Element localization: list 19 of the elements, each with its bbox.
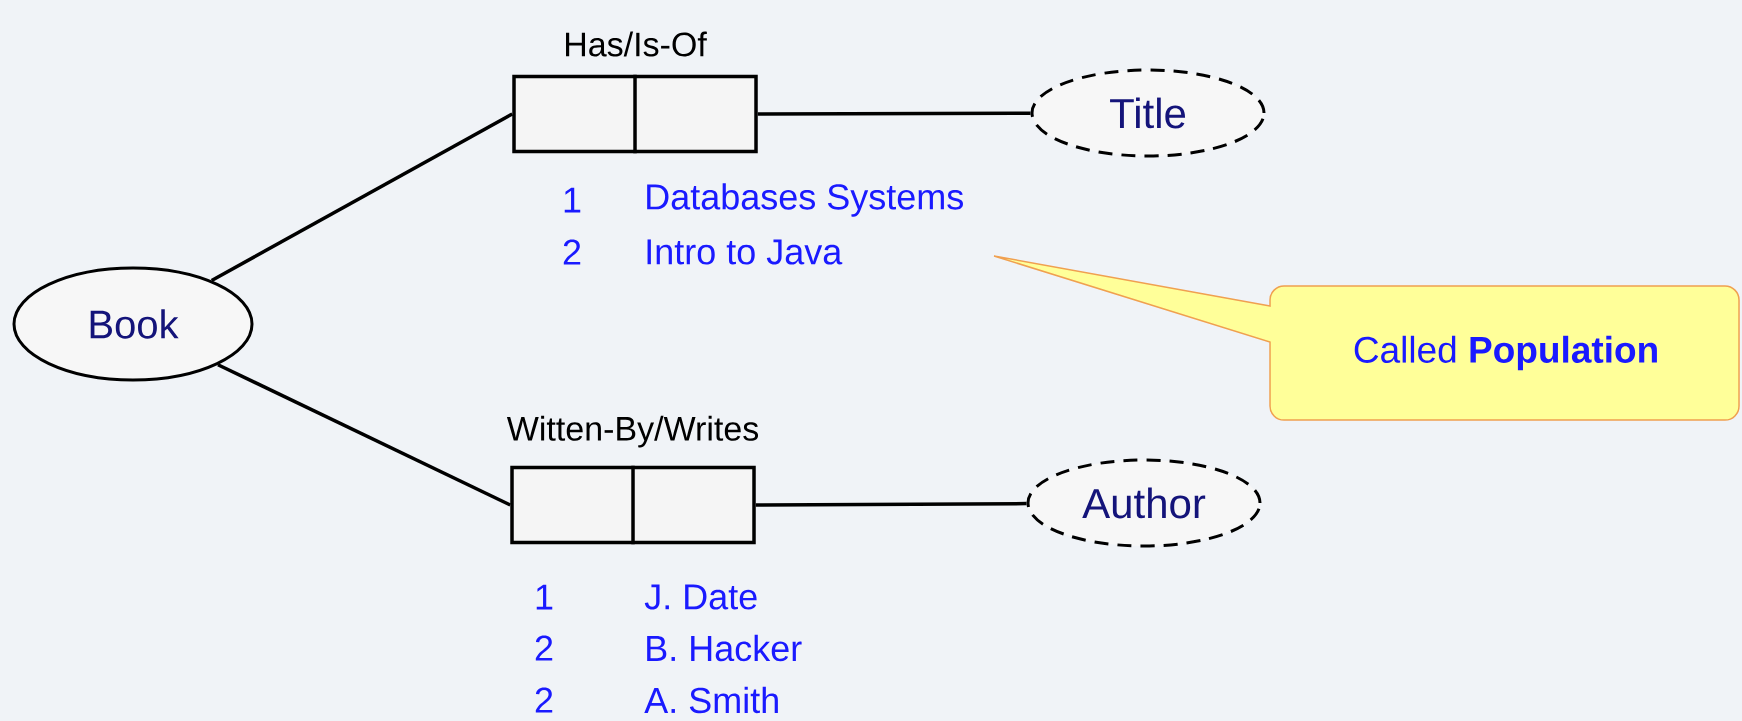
callout: Called Population: [993, 255, 1740, 421]
population-value: A. Smith: [644, 686, 778, 714]
population-value: Intro to Java: [647, 239, 843, 265]
population-value: B. Hacker: [647, 634, 802, 662]
population-value: Databases Systems: [647, 183, 963, 217]
population-number: 1: [536, 584, 553, 610]
population-number: 2: [535, 687, 553, 713]
population-number: 2: [535, 635, 553, 661]
population-value: J. Date: [644, 584, 757, 610]
population-number: 2: [563, 239, 581, 265]
role-box: Witten-By/Writes: [506, 415, 759, 545]
population-number: 1: [564, 187, 581, 213]
connector-line: [757, 111, 1031, 116]
connector-line: [217, 363, 511, 507]
node-label: Has/Is-Of: [566, 31, 707, 57]
connector-line: [755, 501, 1027, 507]
node-label: Witten-By/Writes: [506, 415, 759, 448]
role-box: Has/Is-Of: [512, 31, 758, 154]
connector-line: [210, 112, 514, 282]
